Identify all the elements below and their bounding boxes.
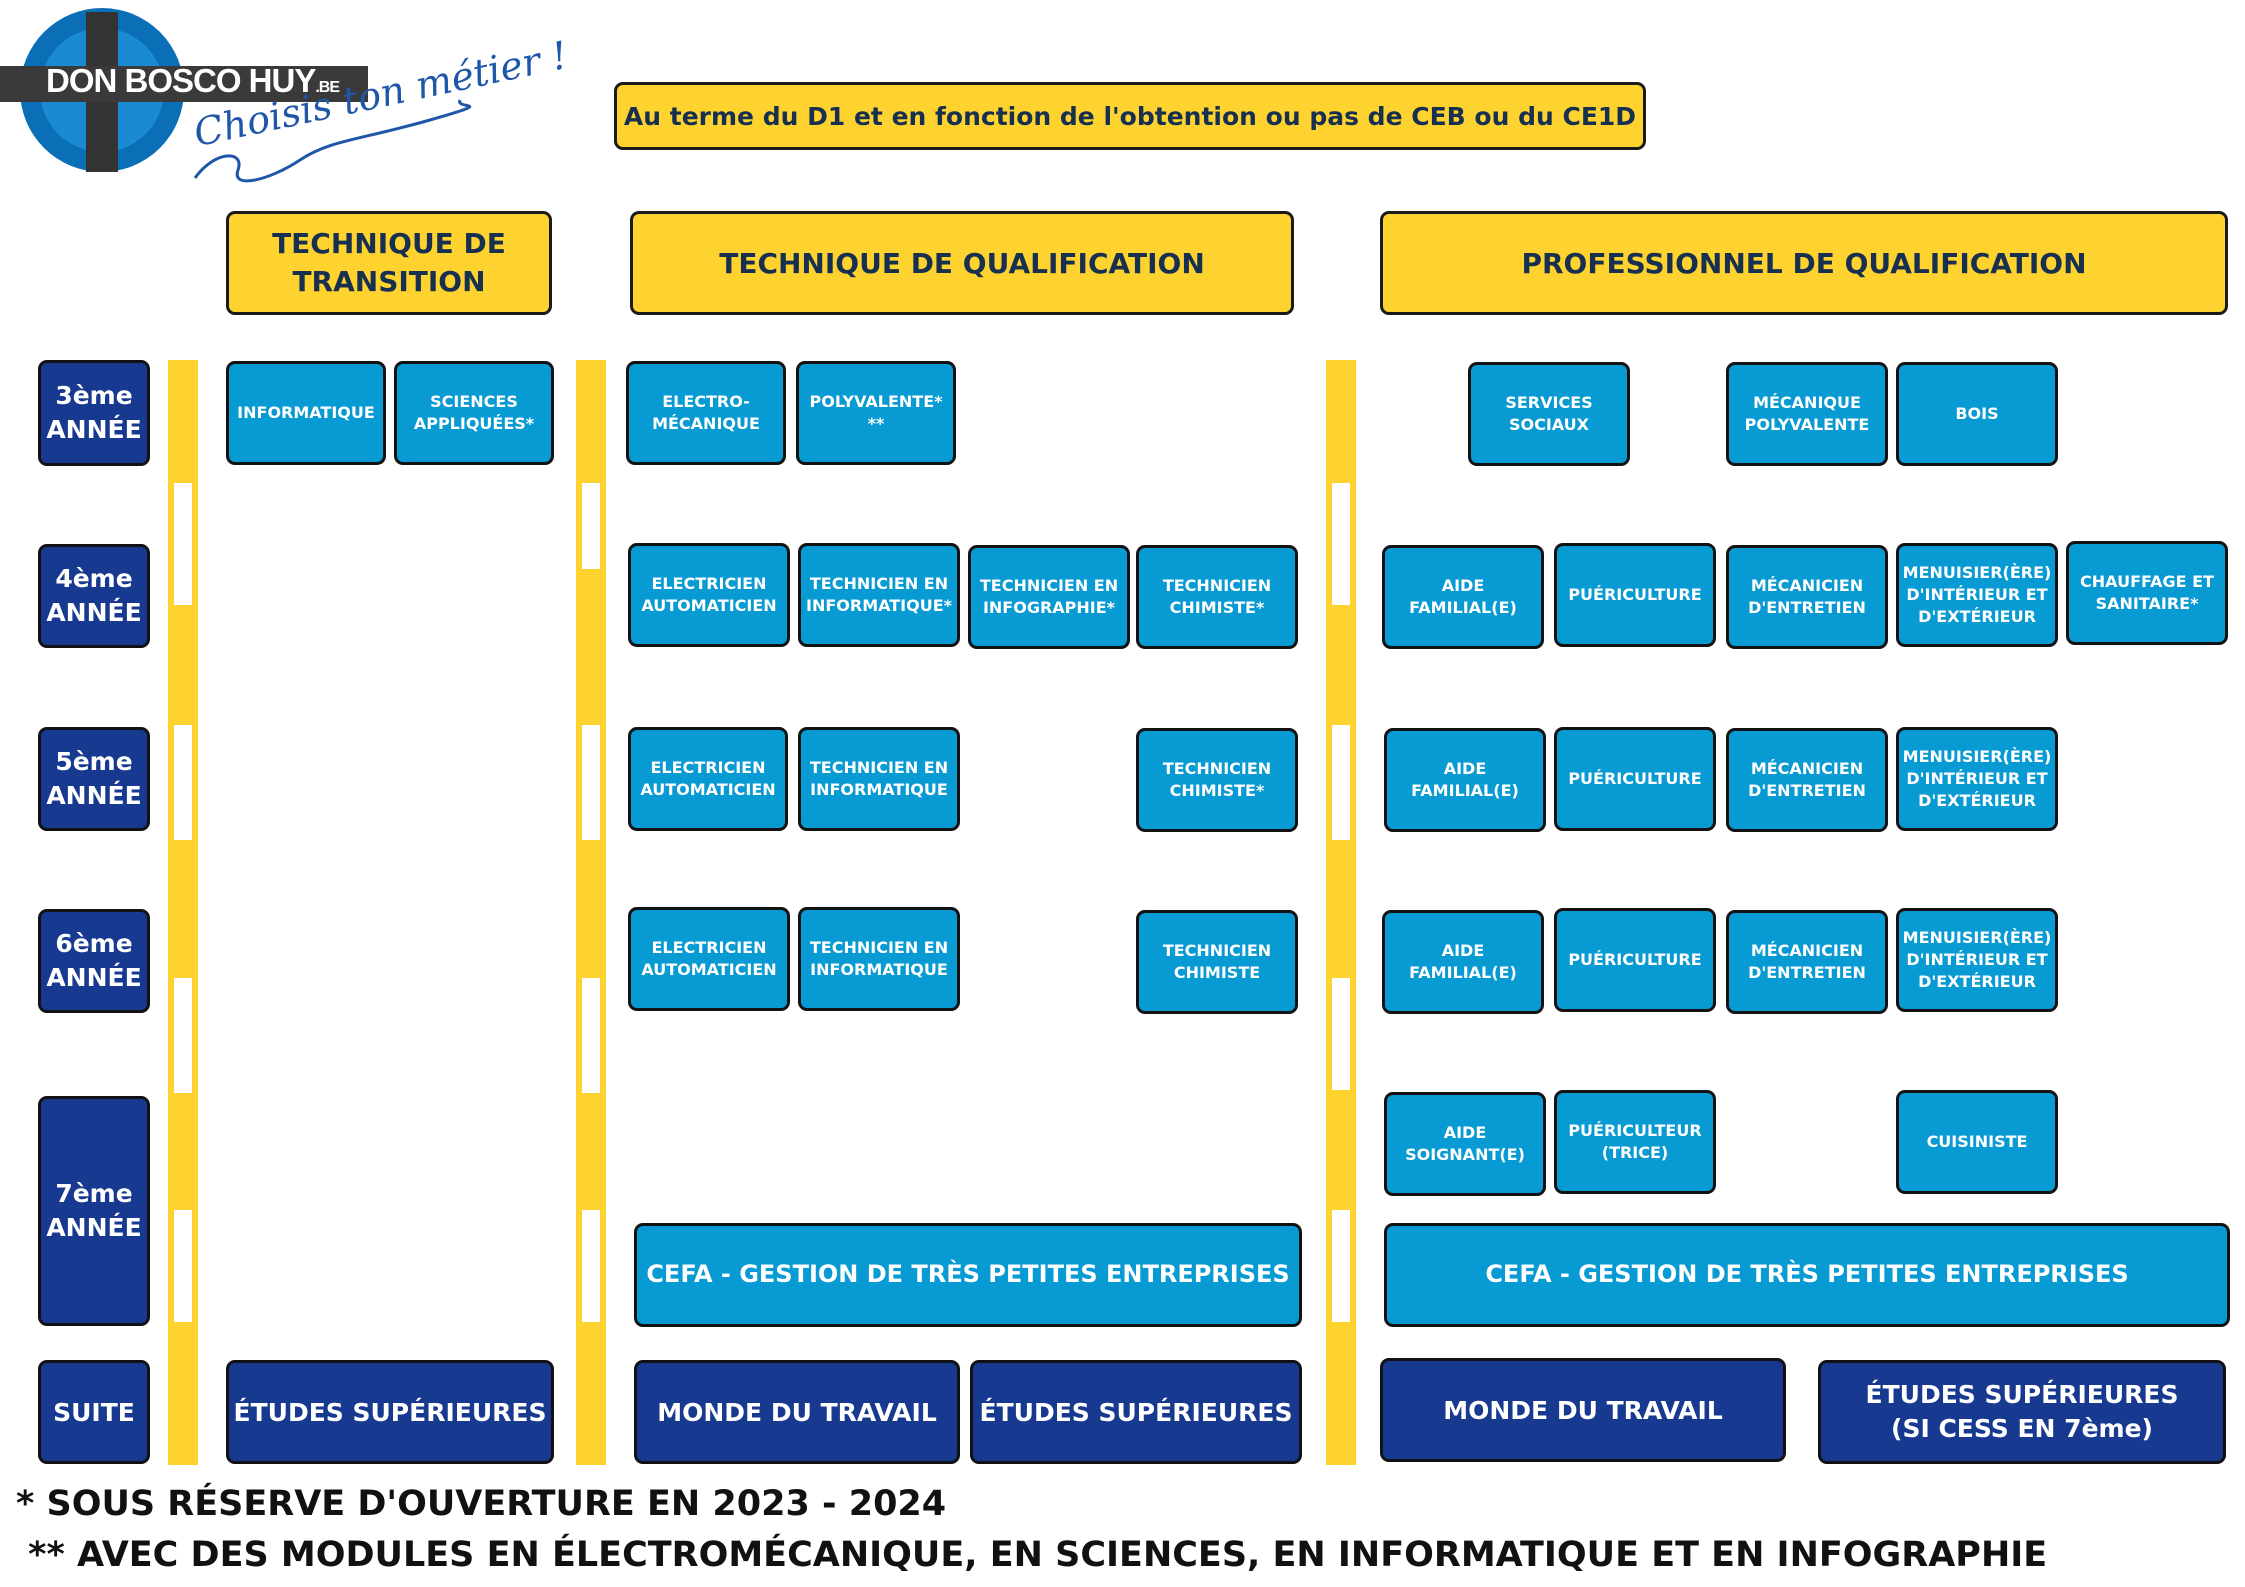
separator-gap [1332, 483, 1350, 605]
program-mecanicien-entretien[interactable]: MÉCANICIEN D'ENTRETIEN [1726, 728, 1888, 832]
program-chauffage-sanitaire[interactable]: CHAUFFAGE ET SANITAIRE* [2066, 541, 2228, 645]
footnote-reserve: * SOUS RÉSERVE D'OUVERTURE EN 2023 - 202… [16, 1484, 947, 1524]
program-technicien-informatique[interactable]: TECHNICIEN EN INFORMATIQUE [798, 907, 960, 1011]
program-puericulture[interactable]: PUÉRICULTURE [1554, 727, 1716, 831]
year-label-5: 5ème ANNÉE [38, 727, 150, 831]
year-label-6: 6ème ANNÉE [38, 909, 150, 1013]
year-label-suite: SUITE [38, 1360, 150, 1464]
year-label-4: 4ème ANNÉE [38, 544, 150, 648]
program-aide-familiale[interactable]: AIDE FAMILIAL(E) [1382, 545, 1544, 649]
program-mecanicien-entretien[interactable]: MÉCANICIEN D'ENTRETIEN [1726, 545, 1888, 649]
year-label-3: 3ème ANNÉE [38, 360, 150, 466]
program-aide-familiale[interactable]: AIDE FAMILIAL(E) [1382, 910, 1544, 1014]
separator-gap [1332, 978, 1350, 1090]
separator-gap [174, 483, 192, 605]
program-technicien-informatique[interactable]: TECHNICIEN EN INFORMATIQUE [798, 727, 960, 831]
suite-etudes-superieures-pq[interactable]: ÉTUDES SUPÉRIEURES (SI CESS EN 7ème) [1818, 1360, 2226, 1464]
separator-gap [582, 483, 600, 569]
program-bois[interactable]: BOIS [1896, 362, 2058, 466]
program-menuisier[interactable]: MENUISIER(ÈRE) D'INTÉRIEUR ET D'EXTÉRIEU… [1896, 908, 2058, 1012]
stream-header-professionnel-qualification: PROFESSIONNEL DE QUALIFICATION [1380, 211, 2228, 315]
program-informatique[interactable]: INFORMATIQUE [226, 361, 386, 465]
program-services-sociaux[interactable]: SERVICES SOCIAUX [1468, 362, 1630, 466]
program-mecanicien-entretien[interactable]: MÉCANICIEN D'ENTRETIEN [1726, 910, 1888, 1014]
program-polyvalente[interactable]: POLYVALENTE* ** [796, 361, 956, 465]
program-technicien-informatique[interactable]: TECHNICIEN EN INFORMATIQUE* [798, 543, 960, 647]
intro-banner: Au terme du D1 et en fonction de l'obten… [614, 82, 1646, 150]
program-electricien-automaticien[interactable]: ELECTRICIEN AUTOMATICIEN [628, 727, 788, 831]
program-electricien-automaticien[interactable]: ELECTRICIEN AUTOMATICIEN [628, 907, 790, 1011]
program-technicien-chimiste[interactable]: TECHNICIEN CHIMISTE* [1136, 728, 1298, 832]
logo: DON BOSCO HUY.BE Choisis ton métier ! [0, 0, 571, 200]
program-sciences-appliquees[interactable]: SCIENCES APPLIQUÉES* [394, 361, 554, 465]
separator-gap [174, 978, 192, 1093]
program-menuisier[interactable]: MENUISIER(ÈRE) D'INTÉRIEUR ET D'EXTÉRIEU… [1896, 543, 2058, 647]
separator-gap [582, 978, 600, 1093]
program-mecanique-polyvalente[interactable]: MÉCANIQUE POLYVALENTE [1726, 362, 1888, 466]
stream-header-technique-qualification: TECHNIQUE DE QUALIFICATION [630, 211, 1294, 315]
program-technicien-chimiste[interactable]: TECHNICIEN CHIMISTE* [1136, 545, 1298, 649]
suite-monde-du-travail-pq[interactable]: MONDE DU TRAVAIL [1380, 1358, 1786, 1462]
stream-header-technique-transition: TECHNIQUE DE TRANSITION [226, 211, 552, 315]
separator-gap [174, 1210, 192, 1322]
program-cefa-gestion-pq[interactable]: CEFA - GESTION DE TRÈS PETITES ENTREPRIS… [1384, 1223, 2230, 1327]
separator-gap [1332, 1210, 1350, 1322]
program-puericulteur[interactable]: PUÉRICULTEUR (TRICE) [1554, 1090, 1716, 1194]
program-menuisier[interactable]: MENUISIER(ÈRE) D'INTÉRIEUR ET D'EXTÉRIEU… [1896, 727, 2058, 831]
program-technicien-chimiste[interactable]: TECHNICIEN CHIMISTE [1136, 910, 1298, 1014]
separator-gap [174, 725, 192, 840]
program-technicien-infographie[interactable]: TECHNICIEN EN INFOGRAPHIE* [968, 545, 1130, 649]
separator-gap [582, 725, 600, 840]
logo-brand-text: DON BOSCO HUY.BE [46, 62, 340, 99]
year-label-7: 7ème ANNÉE [38, 1096, 150, 1326]
program-puericulture[interactable]: PUÉRICULTURE [1554, 543, 1716, 647]
suite-etudes-superieures-tq[interactable]: ÉTUDES SUPÉRIEURES [970, 1360, 1302, 1464]
suite-monde-du-travail-tq[interactable]: MONDE DU TRAVAIL [634, 1360, 960, 1464]
program-puericulture[interactable]: PUÉRICULTURE [1554, 908, 1716, 1012]
footnote-modules: ** AVEC DES MODULES EN ÉLECTROMÉCANIQUE,… [16, 1535, 2048, 1575]
program-electromecanique[interactable]: ELECTRO- MÉCANIQUE [626, 361, 786, 465]
program-aide-soignante[interactable]: AIDE SOIGNANT(E) [1384, 1092, 1546, 1196]
program-electricien-automaticien[interactable]: ELECTRICIEN AUTOMATICIEN [628, 543, 790, 647]
program-cuisiniste[interactable]: CUISINISTE [1896, 1090, 2058, 1194]
separator-gap [1332, 725, 1350, 840]
logo-emblem [0, 8, 472, 183]
separator-gap [582, 1210, 600, 1322]
suite-etudes-superieures-tt[interactable]: ÉTUDES SUPÉRIEURES [226, 1360, 554, 1464]
program-aide-familiale[interactable]: AIDE FAMILIAL(E) [1384, 728, 1546, 832]
program-cefa-gestion-tq[interactable]: CEFA - GESTION DE TRÈS PETITES ENTREPRIS… [634, 1223, 1302, 1327]
